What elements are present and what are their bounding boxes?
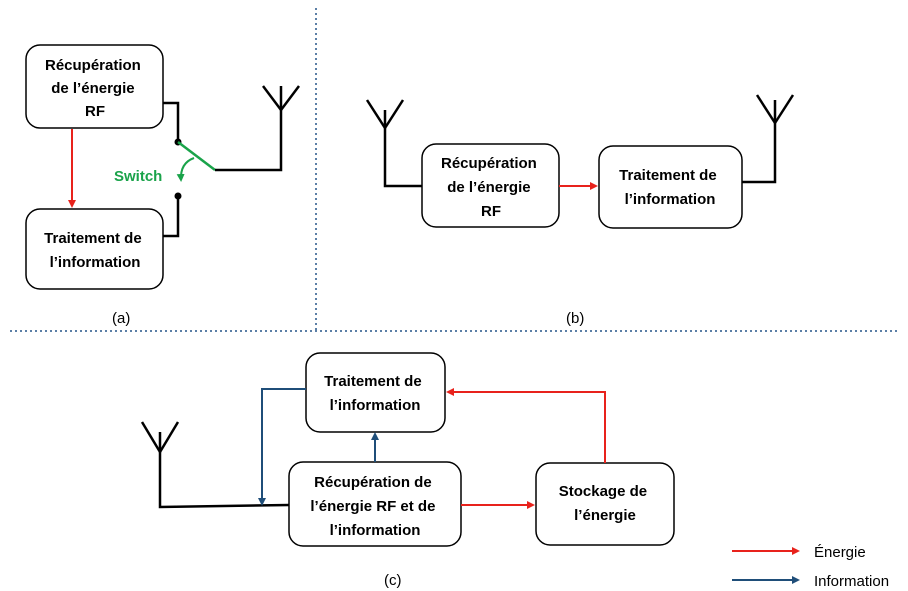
legend-information-label: Information	[814, 573, 889, 590]
panel-a-antenna-icon	[262, 85, 300, 111]
legend: Énergie Information	[732, 544, 889, 590]
panel-b-info-box	[598, 145, 743, 229]
panel-a-top-wire	[163, 101, 180, 142]
panel-b-caption: (b)	[566, 310, 584, 327]
panel-a-info-box-label: Traitement de l’information	[44, 230, 146, 271]
panel-c-antenna-icon	[140, 421, 180, 453]
panel-b-right-antenna-feed	[742, 100, 777, 184]
panel-c-storage-box-label: Stockage de l’énergie	[559, 483, 652, 524]
panel-c: Traitement de l’information Récupération…	[140, 352, 675, 589]
panel-c-energy-to-info-arrow	[446, 388, 606, 463]
panel-b-left-antenna-icon	[365, 99, 405, 129]
panel-c-storage-box	[535, 462, 675, 546]
panel-a-antenna-feed	[215, 86, 283, 172]
panel-a: Récupération de l’énergie RF Traitement …	[25, 44, 300, 327]
panel-b: Récupération de l’énergie RF Traitement …	[365, 94, 795, 327]
legend-energy-label: Énergie	[814, 544, 866, 561]
panel-c-info-loop-arrow	[258, 388, 306, 506]
panel-b-right-antenna-icon	[755, 94, 795, 124]
panel-a-switch-label: Switch	[114, 168, 162, 185]
panel-a-harvest-box	[25, 44, 164, 129]
panel-b-left-antenna-feed	[383, 110, 422, 188]
panel-b-info-box-label: Traitement de l’information	[619, 167, 721, 208]
panel-c-harvest-box-label: Récupération de l’énergie RF et de l’inf…	[310, 474, 439, 539]
panel-a-switch-arrow	[176, 157, 195, 182]
panel-c-antenna-feed	[158, 432, 290, 509]
panel-a-harvest-box-label: Récupération de l’énergie RF	[45, 57, 145, 120]
panel-c-info-box-label: Traitement de l’information	[324, 373, 426, 414]
panel-a-info-box	[25, 208, 164, 290]
panel-c-caption: (c)	[384, 572, 402, 589]
panel-a-bottom-wire	[163, 196, 180, 238]
panel-a-bottom-contact	[174, 192, 182, 200]
panel-a-switch-blade	[177, 141, 216, 171]
panel-b-harvest-box-label: Récupération de l’énergie RF	[441, 155, 541, 220]
panel-a-caption: (a)	[112, 310, 130, 327]
panel-c-info-box	[305, 352, 446, 433]
